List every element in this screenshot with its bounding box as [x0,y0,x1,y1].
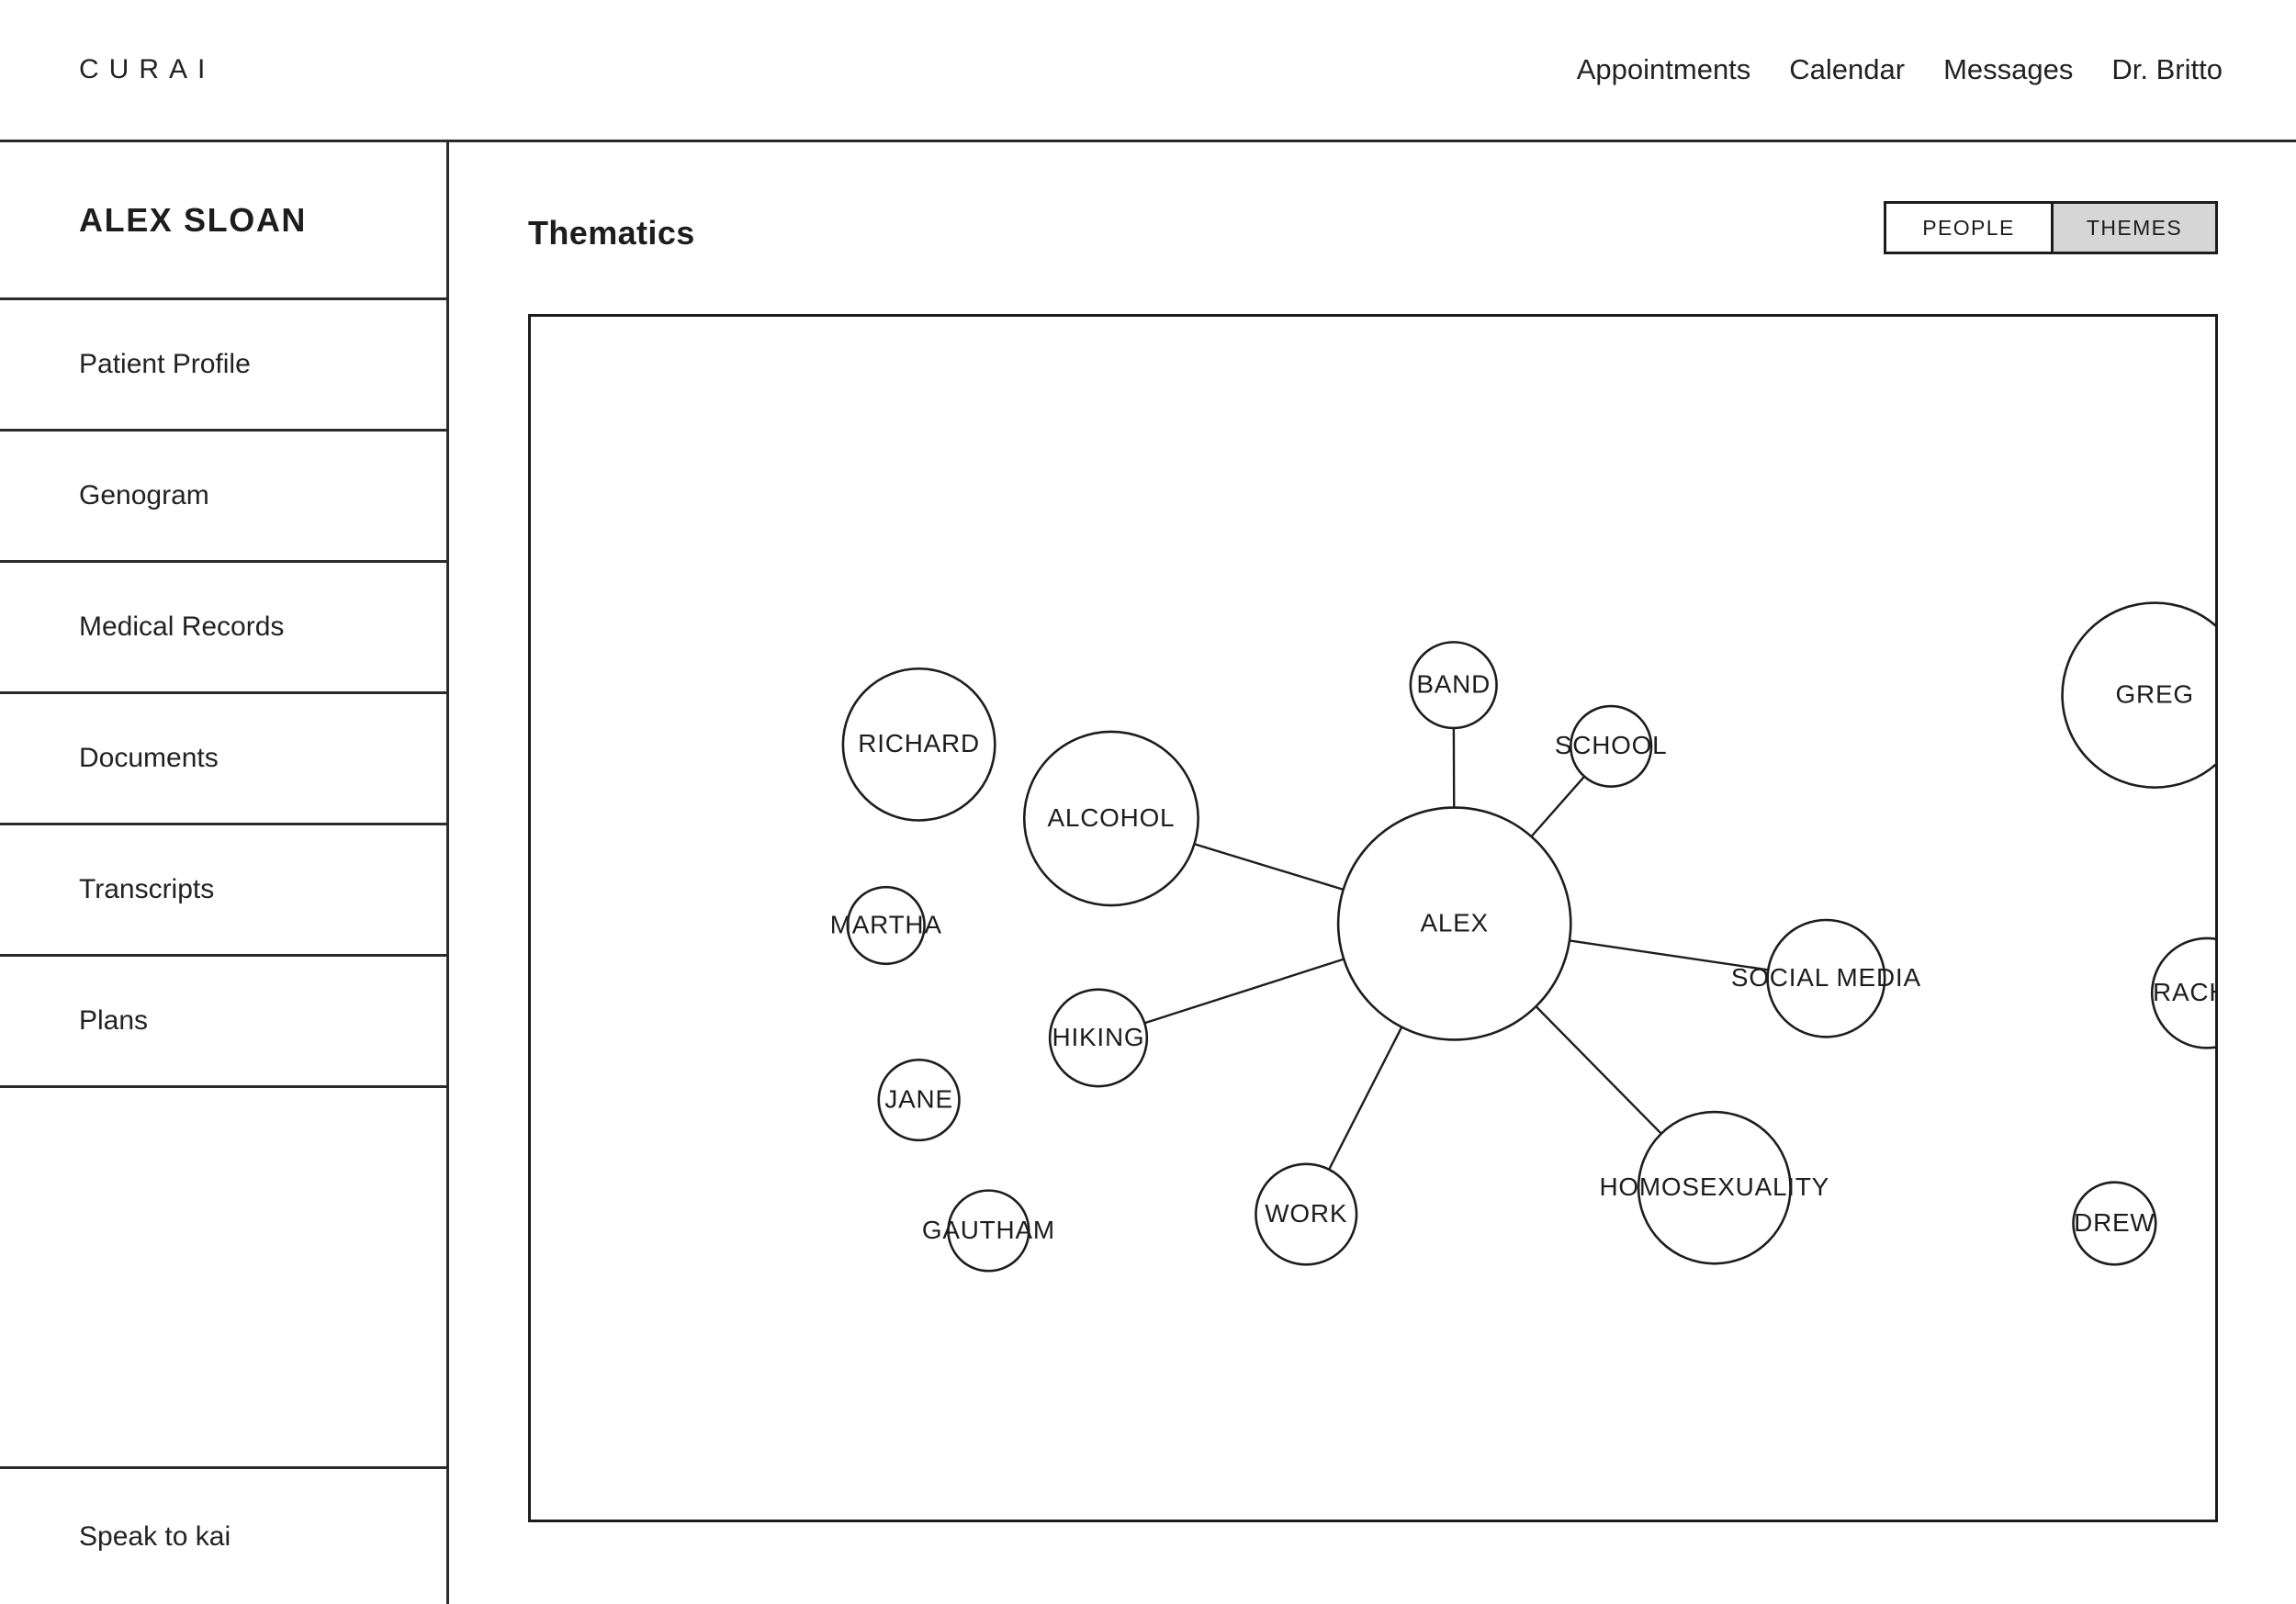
sidebar-item-documents[interactable]: Documents [0,694,446,825]
graph-edge [1569,939,1769,971]
patient-name: ALEX SLOAN [79,200,308,239]
graph-node[interactable]: HOMOSEXUALITY [1599,1110,1829,1265]
graph-node[interactable]: DREW [2072,1181,2157,1266]
graph-node-circle[interactable] [1336,806,1572,1041]
graph-node[interactable]: RICHARD [841,667,996,822]
sidebar-item-patient-profile[interactable]: Patient Profile [0,300,446,432]
sidebar-item-plans[interactable]: Plans [0,957,446,1088]
graph-node[interactable]: JANE [877,1058,961,1142]
graph-edge [1328,1026,1403,1171]
graph-node-circle[interactable] [877,1058,961,1142]
graph-node-circle[interactable] [947,1189,1030,1273]
sidebar-item-genogram[interactable]: Genogram [0,432,446,563]
nav-link-appointments[interactable]: Appointments [1576,53,1751,85]
graph-node-circle[interactable] [841,667,996,822]
graph-node[interactable]: GREG [2061,601,2215,789]
graph-node[interactable]: MARTHA [830,885,942,966]
graph-node[interactable]: SCHOOL [1555,704,1668,788]
graph-node-circle[interactable] [846,885,926,966]
sidebar-item-label: Plans [79,1005,149,1036]
sidebar-item-label: Medical Records [79,611,285,642]
graph-node-circle[interactable] [1569,704,1653,788]
graph-node-circle[interactable] [1637,1110,1792,1265]
sidebar-item-medical-records[interactable]: Medical Records [0,563,446,694]
nav-link-messages[interactable]: Messages [1943,53,2074,85]
graph-node-circle[interactable] [1022,730,1199,907]
top-bar: CURAI Appointments Calendar Messages Dr.… [0,0,2296,142]
page-title: Thematics [528,214,695,252]
graph-edge [1535,1005,1662,1135]
sidebar-footer-label: Speak to kai [79,1520,231,1552]
graph-node-circle[interactable] [1048,988,1149,1088]
graph-node-circle[interactable] [2061,601,2215,789]
graph-node[interactable]: SOCIAL MEDIA [1731,918,1921,1038]
sidebar-item-label: Patient Profile [79,349,251,379]
graph-node[interactable]: GAUTHAM [922,1189,1055,1273]
graph-node[interactable]: WORK [1255,1162,1358,1266]
edge-layer [1143,727,1769,1171]
toggle-option-people[interactable]: PEOPLE [1886,204,2051,252]
graph-node[interactable]: BAND [1409,641,1498,730]
nav-link-doctor-account[interactable]: Dr. Britto [2111,53,2223,85]
nav-link-calendar[interactable]: Calendar [1789,53,1906,85]
sidebar-patient-header: ALEX SLOAN [0,142,446,300]
graph-edge [1530,775,1586,837]
sidebar-item-transcripts[interactable]: Transcripts [0,825,446,957]
graph-node-circle[interactable] [2150,937,2215,1049]
graph-node-circle[interactable] [2072,1181,2157,1266]
graph-node[interactable]: ALEX [1336,806,1572,1041]
sidebar-item-label: Genogram [79,480,209,510]
brand-logo[interactable]: CURAI [79,54,216,84]
graph-edge [1194,843,1345,892]
toggle-option-themes[interactable]: THEMES [2051,204,2215,252]
graph-node-circle[interactable] [1255,1162,1358,1266]
graph-edge [1143,958,1345,1025]
sidebar-empty-space [0,1088,446,1469]
graph-node[interactable]: RACHEL [2150,937,2215,1049]
sidebar-item-label: Transcripts [79,874,215,904]
top-navigation: Appointments Calendar Messages Dr. Britt… [1577,53,2223,86]
main-header: Thematics PEOPLE THEMES [528,201,2218,284]
graph-node-circle[interactable] [1409,641,1498,730]
node-layer: ALEX BAND SCHOOL ALCOHOL HIKING WORK SOCIAL ME… [830,601,2215,1273]
network-graph: ALEX BAND SCHOOL ALCOHOL HIKING WORK SOCIAL ME… [830,601,2215,1273]
graph-node-circle[interactable] [1766,918,1886,1038]
graph-node[interactable]: ALCOHOL [1022,730,1199,907]
sidebar: ALEX SLOAN Patient Profile Genogram Medi… [0,142,449,1604]
sidebar-item-speak-to-kai[interactable]: Speak to kai [0,1469,446,1604]
graph-node[interactable]: HIKING [1048,988,1149,1088]
thematics-graph-canvas[interactable]: ALEX BAND SCHOOL ALCOHOL HIKING WORK SOCIAL ME… [528,314,2218,1522]
view-mode-toggle: PEOPLE THEMES [1884,201,2218,254]
sidebar-item-label: Documents [79,743,219,773]
